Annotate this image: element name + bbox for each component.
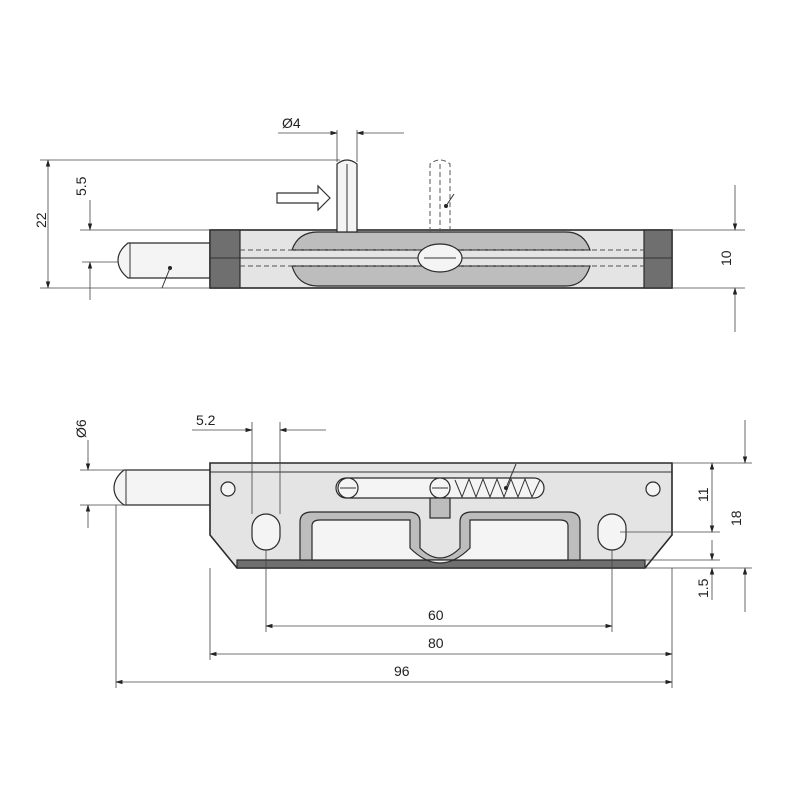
spring-icon xyxy=(454,477,541,499)
dim-hole-spacing-label: 60 xyxy=(428,607,444,623)
direction-arrow-icon xyxy=(276,184,331,212)
dim-pin-height-label: 5.5 xyxy=(73,176,89,196)
dim-slot-width xyxy=(192,422,326,514)
dim-hole-center-label: 11 xyxy=(695,487,711,502)
mount-hole-left xyxy=(251,513,281,551)
dim-horizontal-stack xyxy=(115,505,673,688)
dim-bolt-diameter xyxy=(80,440,126,528)
dim-bottom-offset-label: 1.5 xyxy=(695,578,711,598)
top-knob-pin-phantom xyxy=(429,159,455,232)
dim-body-thickness-label: 10 xyxy=(718,250,734,266)
top-body xyxy=(209,229,673,289)
dim-pin-diameter: Ø4 xyxy=(278,115,404,162)
dim-right-stack xyxy=(620,420,752,612)
front-slider-assembly xyxy=(335,463,545,519)
dim-slot-width-label: 5.2 xyxy=(196,412,216,428)
top-knob-pin xyxy=(336,159,358,233)
dim-overall-height-label: 22 xyxy=(33,212,49,228)
dim-overall-length-label: 96 xyxy=(394,663,410,679)
dim-body-length-label: 80 xyxy=(428,635,444,651)
dim-height-lines xyxy=(40,159,340,300)
dim-bolt-diameter-label: Ø6 xyxy=(73,419,89,438)
dim-pin-diameter-label: Ø4 xyxy=(282,115,301,131)
front-bolt-rod xyxy=(113,469,211,506)
top-bolt-rod xyxy=(117,242,211,289)
dim-body-thickness xyxy=(672,185,745,332)
dim-body-height-label: 18 xyxy=(728,510,744,526)
top-view: Ø4 22 5.5 10 xyxy=(33,115,745,332)
front-view: Ø6 5.2 11 18 1.5 xyxy=(73,412,752,688)
